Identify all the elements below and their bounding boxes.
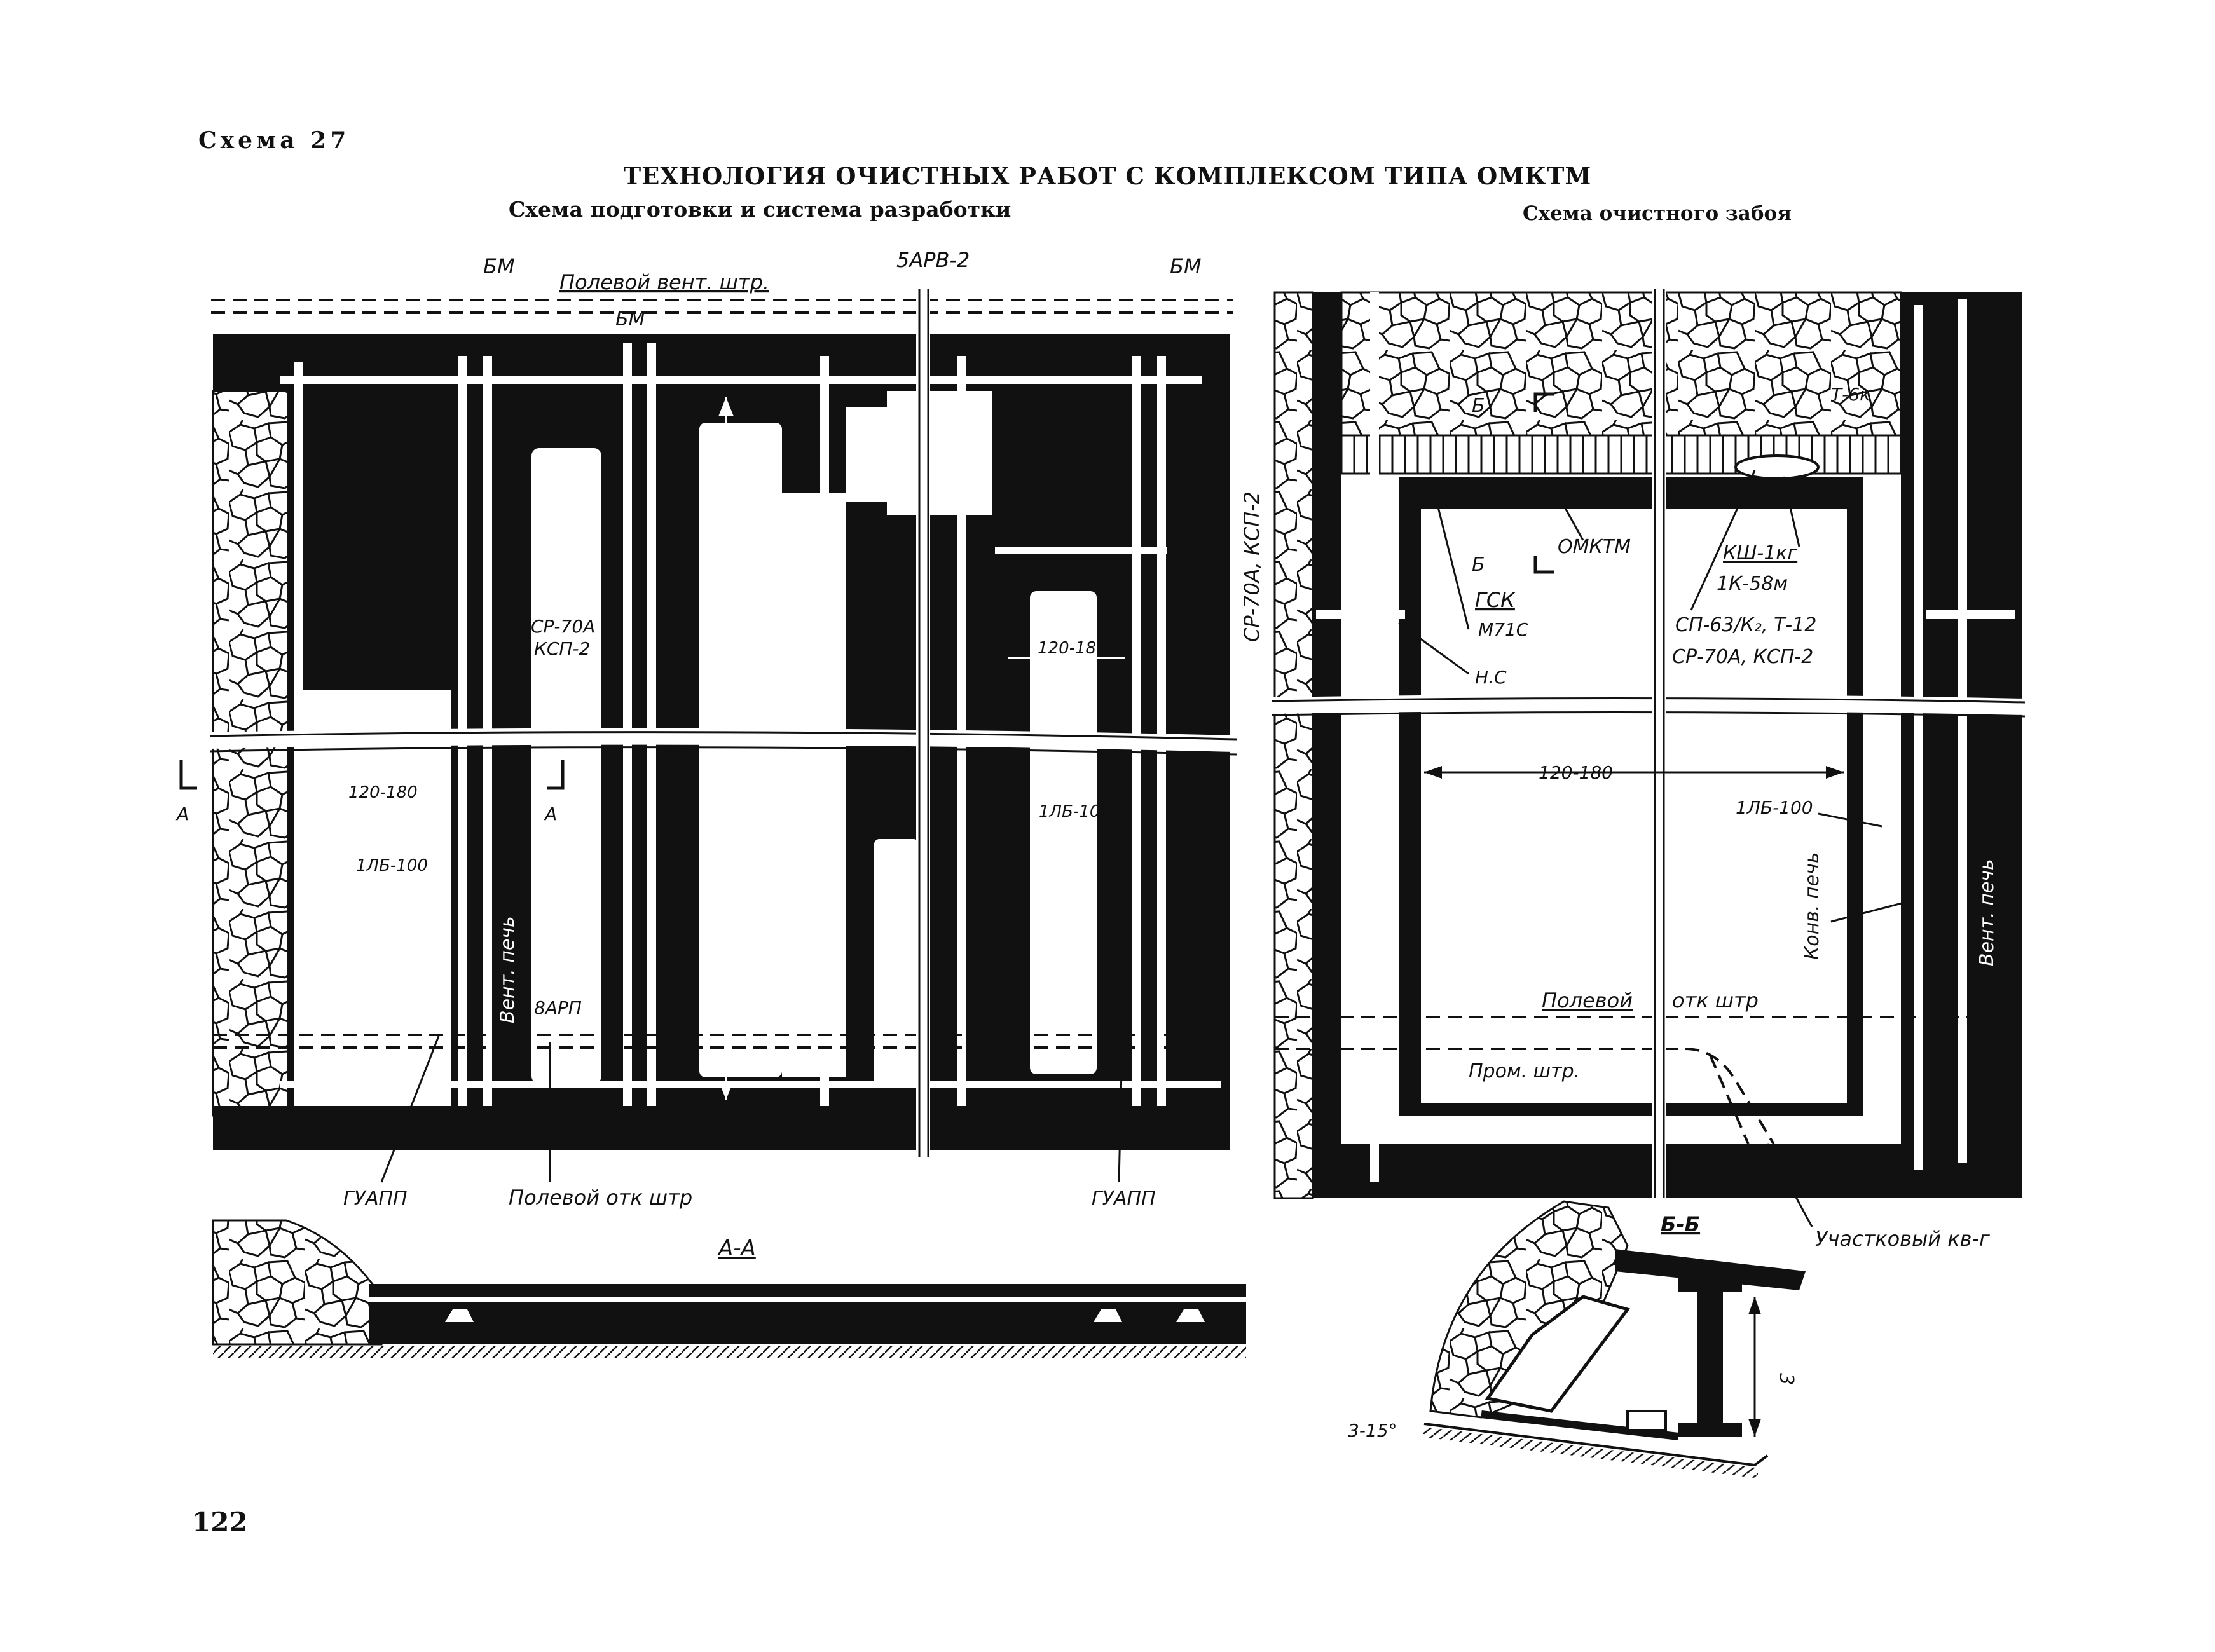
label-sr70a-ksp2: СР-70А, КСП-2: [1672, 646, 1813, 668]
section-bb-slope: 3-15°: [1348, 1420, 1397, 1441]
label-lb100-right: 1ЛБ-100: [1039, 802, 1111, 821]
left-subtitle: Схема подготовки и система разработки: [509, 197, 1011, 222]
label-section-crosscut: Участковый кв-г: [1815, 1227, 1990, 1251]
label-conv-pech: Конв. печь: [428, 922, 450, 1030]
label-sr70a: СР-70А: [531, 616, 595, 637]
label-lb100: 1ЛБ-100: [1736, 797, 1813, 818]
section-bb-title: Б-Б: [1661, 1212, 1700, 1236]
label-interm-drift: Пром. штр.: [1469, 1060, 1580, 1082]
label-dim-120-180-left: 120-180: [348, 783, 418, 802]
label-omktm: ОМКТМ: [1558, 536, 1631, 558]
label-field-haul-drift: Полевой отк штр: [509, 1185, 692, 1210]
label-gsk: ГСК: [1475, 588, 1516, 612]
label-section-a-mid: А: [544, 803, 557, 824]
right-subtitle: Схема очистного забоя: [1523, 202, 1792, 225]
label-fan: 5АРВ-2: [896, 248, 970, 272]
label-dim-800-1000: 800-1000: [720, 563, 741, 648]
label-ksh1kg: КШ-1кг: [1723, 542, 1797, 564]
label-bm-right: БМ: [1170, 254, 1202, 278]
left-plan: БМ БМ БМ Полевой вент. штр. 5АРВ-2 800-1…: [175, 248, 1264, 1210]
label-field-vent-drift: Полевой вент. штр.: [559, 270, 769, 294]
section-bb-height: 3: [1775, 1373, 1797, 1385]
label-guapp-left: ГУАПП: [343, 1187, 408, 1210]
label-vent-pech: Вент. печь: [497, 916, 519, 1023]
label-ksp2: КСП-2: [534, 638, 590, 659]
label-bm-mid: БМ: [615, 308, 645, 331]
label-guapp-right: ГУАПП: [1092, 1187, 1156, 1210]
label-b-mid: Б: [1472, 554, 1485, 576]
label-dim-120-180: 120-180: [1539, 762, 1613, 783]
label-lb100-left: 1ЛБ-100: [356, 856, 428, 875]
scheme-number: Схема 27: [198, 127, 350, 154]
label-conv-pech: Конв. печь: [1801, 852, 1823, 960]
label-dim-2-5: 2,5: [1453, 488, 1477, 506]
label-bm-left: БМ: [483, 254, 515, 278]
label-ns: Н.С: [1475, 667, 1507, 688]
label-8arp: 8АРП: [534, 997, 582, 1018]
label-field-haul-2: отк штр: [1672, 988, 1759, 1013]
label-field-haul-1: Полевой: [1542, 988, 1633, 1013]
section-bb: Б-Б 3 3-15°: [1348, 1200, 1806, 1478]
label-dim-120-180-right: 120-180: [1038, 639, 1107, 658]
page-title: ТЕХНОЛОГИЯ ОЧИСТНЫХ РАБОТ С КОМПЛЕКСОМ Т…: [623, 162, 1592, 190]
label-section-a-left: А: [175, 803, 189, 824]
page-number: 122: [192, 1506, 248, 1538]
label-b-top: Б: [1472, 395, 1485, 417]
label-t6k: Т-6к: [1831, 384, 1870, 405]
label-1k58m: 1К-58м: [1717, 573, 1788, 595]
label-m71s: М71С: [1478, 619, 1529, 640]
label-vent-pech: Вент. печь: [1976, 859, 1998, 966]
section-aa: А-А: [212, 1219, 1246, 1358]
label-sr70a-ksp2-vertical: СР-70А, КСП-2: [1240, 491, 1264, 642]
right-plan: Б Б Т-6к 2,5 ОМКТМ ГСК М71С КШ-1кг 1К-58…: [1271, 289, 2026, 1251]
label-sp63: СП-63/К₂, Т-12: [1675, 614, 1816, 636]
section-aa-title: А-А: [717, 1236, 756, 1261]
